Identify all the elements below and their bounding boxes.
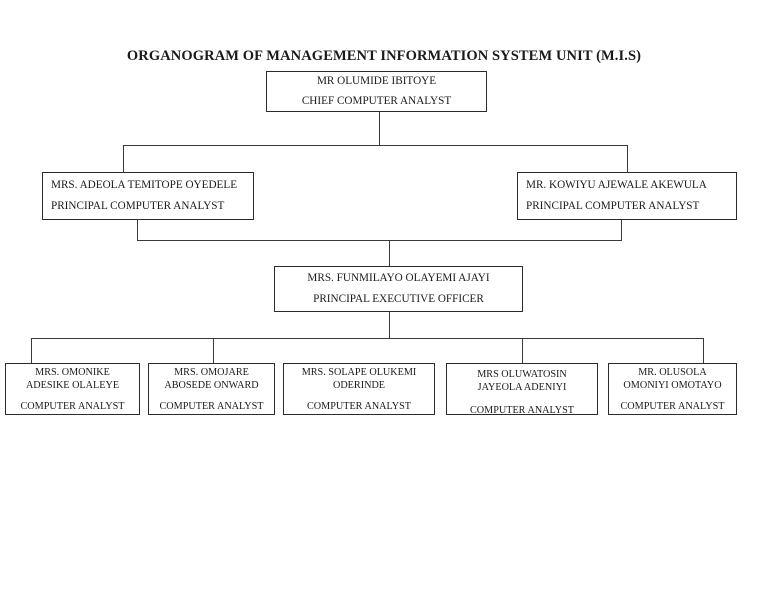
connector-peo-stem [389, 312, 390, 338]
connector-to-analyst-4 [522, 338, 523, 363]
org-node-analyst-4[interactable]: MRS OLUWATOSIN JAYEOLA ADENIYI COMPUTER … [446, 363, 598, 416]
org-node-role: COMPUTER ANALYST [470, 404, 574, 416]
org-node-name-line1: MR. OLUSOLA [638, 367, 707, 379]
org-node-name: MRS. ADEOLA TEMITOPE OYEDELE [51, 179, 238, 192]
connector-ceo-stem [379, 112, 380, 146]
org-node-role: PRINCIPAL COMPUTER ANALYST [526, 199, 700, 212]
connector-to-analyst-2 [213, 338, 214, 363]
org-node-analyst-5[interactable]: MR. OLUSOLA OMONIYI OMOTAYO COMPUTER ANA… [608, 363, 737, 415]
connector-to-analyst-1 [31, 338, 32, 363]
org-node-name: MRS. FUNMILAYO OLAYEMI AJAYI [307, 272, 490, 285]
org-node-name-line1: MRS. OMOJARE [174, 367, 249, 379]
org-node-analyst-2[interactable]: MRS. OMOJARE ABOSEDE ONWARD COMPUTER ANA… [148, 363, 275, 415]
org-node-principal-executive-officer[interactable]: MRS. FUNMILAYO OLAYEMI AJAYI PRINCIPAL E… [274, 266, 523, 312]
connector-to-pca-left [123, 145, 124, 173]
org-node-name-line1: MRS. SOLAPE OLUKEMI [301, 367, 417, 379]
connector-level4-bus [31, 338, 704, 339]
page-title: ORGANOGRAM OF MANAGEMENT INFORMATION SYS… [126, 48, 642, 64]
org-node-principal-computer-analyst-right[interactable]: MR. KOWIYU AJEWALE AKEWULA PRINCIPAL COM… [517, 172, 737, 220]
connector-pca-right-stem [621, 220, 622, 240]
org-node-name-line2: ABOSEDE ONWARD [164, 379, 259, 391]
org-node-name: MR OLUMIDE IBITOYE [316, 75, 437, 88]
org-node-name-line1: MRS. OMONIKE [35, 367, 110, 379]
connector-to-peo [389, 240, 390, 266]
org-node-role: PRINCIPAL EXECUTIVE OFFICER [313, 292, 484, 305]
connector-level2-bus [123, 145, 628, 146]
org-node-analyst-3[interactable]: MRS. SOLAPE OLUKEMI ODERINDE COMPUTER AN… [283, 363, 435, 415]
org-node-role: COMPUTER ANALYST [20, 400, 125, 412]
org-node-name-line2: JAYEOLA ADENIYI [477, 381, 567, 393]
org-node-role: COMPUTER ANALYST [620, 400, 725, 412]
connector-to-pca-right [627, 145, 628, 173]
org-node-analyst-1[interactable]: MRS. OMONIKE ADESIKE OLALEYE COMPUTER AN… [5, 363, 140, 415]
org-node-name-line2: ODERINDE [332, 379, 386, 391]
connector-to-analyst-5 [703, 338, 704, 363]
org-node-name-line2: ADESIKE OLALEYE [25, 379, 120, 391]
org-node-ceo[interactable]: MR OLUMIDE IBITOYE CHIEF COMPUTER ANALYS… [266, 71, 487, 112]
org-node-role: COMPUTER ANALYST [307, 400, 411, 412]
org-node-role: PRINCIPAL COMPUTER ANALYST [51, 199, 225, 212]
org-node-name: MR. KOWIYU AJEWALE AKEWULA [526, 179, 707, 192]
connector-pca-left-stem [137, 220, 138, 240]
org-node-name-line1: MRS OLUWATOSIN [477, 369, 567, 380]
org-node-role: COMPUTER ANALYST [159, 400, 264, 412]
org-node-name-line2: OMONIYI OMOTAYO [623, 379, 722, 391]
org-node-principal-computer-analyst-left[interactable]: MRS. ADEOLA TEMITOPE OYEDELE PRINCIPAL C… [42, 172, 254, 220]
connector-level3-bus [137, 240, 622, 241]
org-node-role: CHIEF COMPUTER ANALYST [301, 94, 452, 107]
